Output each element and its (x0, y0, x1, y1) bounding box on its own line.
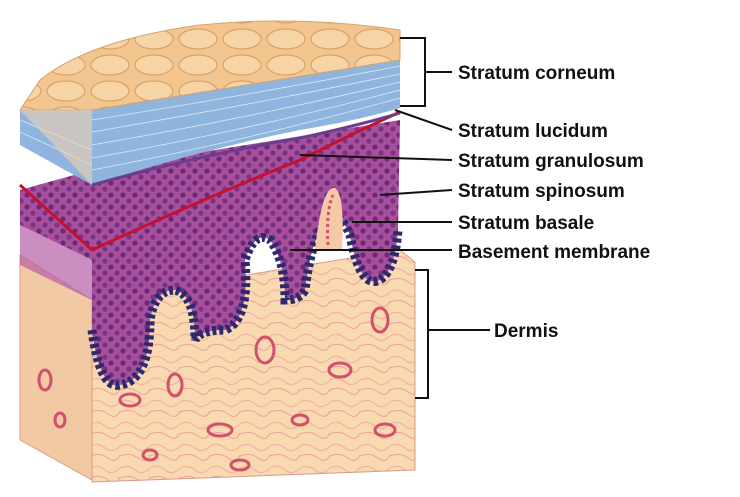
label-stratum-corneum: Stratum corneum (458, 63, 615, 84)
dermis-bracket (415, 270, 428, 398)
label-stratum-granulosum: Stratum granulosum (458, 151, 644, 172)
corneum-bracket (400, 38, 425, 106)
lucidum-leader (395, 110, 452, 130)
label-stratum-basale: Stratum basale (458, 213, 594, 234)
label-stratum-lucidum: Stratum lucidum (458, 121, 608, 142)
label-dermis: Dermis (494, 321, 558, 342)
label-basement-membrane: Basement membrane (458, 242, 650, 263)
label-stratum-spinosum: Stratum spinosum (458, 181, 625, 202)
